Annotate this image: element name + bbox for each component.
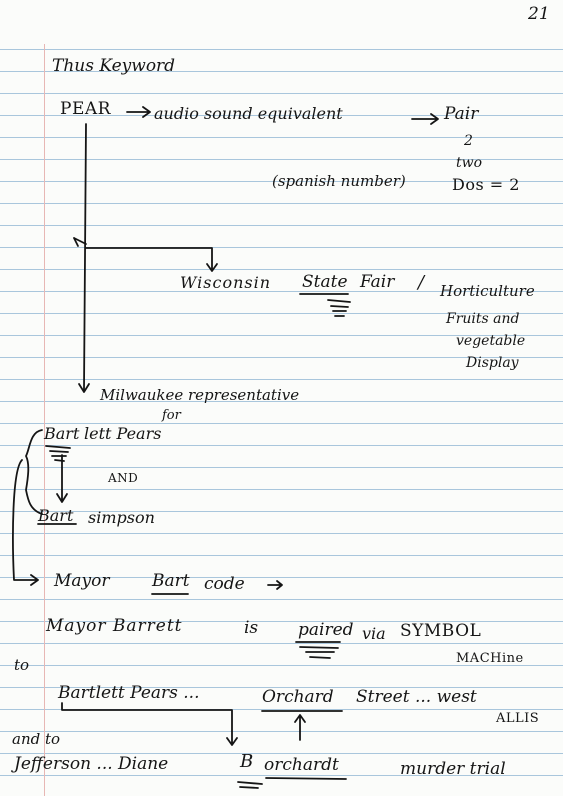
allis-text: ALLIS: [496, 711, 540, 726]
squiggle-bart: [45, 445, 71, 462]
wisconsin-text: Wisconsin: [180, 273, 272, 292]
left-brace: [25, 429, 43, 515]
mayor-text: Mayor: [54, 571, 110, 591]
connector-to-b: [61, 702, 238, 746]
fair-text: Fair: [360, 272, 395, 292]
arrow-up-orchard: [294, 714, 306, 741]
is-text: is: [244, 618, 259, 638]
and-text: AND: [108, 471, 139, 485]
jefferson-text: Jefferson ... Diane: [14, 754, 169, 774]
two-text: two: [456, 155, 483, 171]
heading-text: Thus Keyword: [52, 56, 176, 76]
top-band: [0, 0, 563, 44]
mayor-barrett-text: Mayor Barrett: [46, 616, 183, 636]
page-number: 21: [528, 4, 550, 24]
paired-text: paired: [298, 620, 354, 640]
arrow-bartlett-to-bart: [56, 454, 68, 503]
arrow-pear-to-audio: [126, 106, 151, 118]
fruits-text: Fruits and: [446, 311, 520, 327]
street-text: Street ... west: [356, 687, 477, 707]
orchard-text: Orchard: [262, 687, 334, 707]
trunk-line: [83, 123, 87, 391]
squiggle-b: [237, 781, 263, 789]
underline-orchardt: [265, 777, 347, 780]
murder-trial-text: murder trial: [400, 759, 506, 779]
borchardt-rest-text: orchardt: [264, 755, 339, 775]
bartlett-bart-text: Bart: [44, 424, 80, 443]
code-text: code: [204, 574, 245, 594]
spanish-text: (spanish number): [272, 172, 406, 190]
outer-bracket: [12, 459, 39, 586]
horticulture-text: Horticulture: [440, 282, 535, 300]
pair-text: Pair: [444, 104, 479, 124]
mayor-bart-text: Bart: [152, 571, 190, 591]
for-text: for: [162, 408, 181, 423]
vegetable-text: vegetable: [456, 333, 526, 349]
slash-text: /: [418, 272, 425, 293]
symbol-text: SYMBOL: [400, 621, 482, 641]
squiggle-state: [327, 299, 351, 317]
milwaukee-text: Milwaukee representative: [100, 386, 300, 404]
dos-text: Dos = 2: [452, 175, 520, 194]
arrow-trunk-down: [78, 383, 90, 393]
arrow-to-wisconsin: [206, 263, 218, 272]
bart-text: Bart: [38, 506, 74, 525]
machine-text: MACHine: [456, 651, 524, 666]
margin-line: [44, 0, 45, 796]
underline-paired: [295, 641, 341, 659]
simpson-text: simpson: [88, 508, 155, 527]
arrow-equivalent-to-pair: [411, 113, 439, 125]
borchardt-b-text: B: [240, 751, 254, 772]
branch-line: [85, 247, 213, 271]
arrow-branch-left: [73, 237, 87, 247]
bartlett-pears-text: Bartlett Pears ...: [58, 683, 200, 703]
state-text: State: [302, 272, 348, 292]
bartlett-rest-text: lett Pears: [84, 424, 162, 443]
to-text: to: [14, 656, 30, 674]
and-to-text: and to: [12, 730, 61, 748]
display-text: Display: [466, 355, 519, 371]
arrow-code: [267, 580, 283, 590]
audio-text: audio sound equivalent: [154, 104, 343, 123]
pear-text: PEAR: [60, 99, 111, 119]
number-two-text: 2: [464, 133, 473, 149]
via-text: via: [362, 624, 386, 643]
